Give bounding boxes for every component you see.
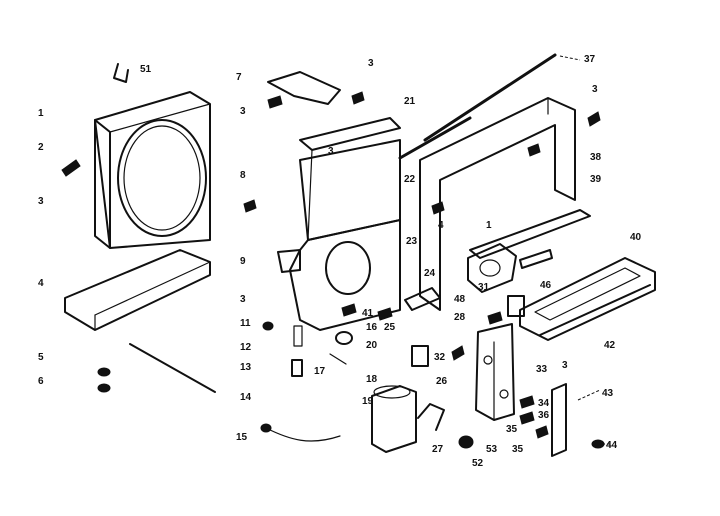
part-label: 18 bbox=[366, 374, 378, 385]
block-part bbox=[404, 287, 441, 311]
part-label: 3 bbox=[562, 360, 568, 371]
motor bbox=[467, 243, 517, 293]
clip-part bbox=[113, 63, 129, 83]
part-label: 37 bbox=[584, 54, 596, 65]
small-fasteners bbox=[97, 367, 111, 393]
part-label: 44 bbox=[606, 440, 618, 451]
part-label: 42 bbox=[604, 340, 616, 351]
part-label: 25 bbox=[384, 322, 396, 333]
part-label: 7 bbox=[236, 72, 242, 83]
rod-part bbox=[129, 343, 216, 393]
switch-parts bbox=[487, 295, 525, 325]
ring-part bbox=[335, 331, 353, 345]
side-strip bbox=[551, 383, 567, 457]
part-label: 3 bbox=[240, 294, 246, 305]
part-label: 27 bbox=[432, 444, 444, 455]
part-label: 52 bbox=[472, 458, 484, 469]
part-label: 1 bbox=[486, 220, 492, 231]
side-rail bbox=[469, 209, 591, 269]
left-fasteners bbox=[262, 321, 303, 347]
capacitor bbox=[371, 385, 417, 453]
part-label: 21 bbox=[404, 96, 416, 107]
part-label: 35 bbox=[512, 444, 524, 455]
part-label: 48 bbox=[454, 294, 466, 305]
control-bracket bbox=[475, 323, 515, 421]
part-label: 9 bbox=[240, 256, 246, 267]
part-label: 19 bbox=[362, 396, 374, 407]
part-label: 3 bbox=[38, 196, 44, 207]
partition-screws bbox=[341, 303, 393, 321]
part-label: 12 bbox=[240, 342, 252, 353]
part-label: 53 bbox=[486, 444, 498, 455]
part-label: 4 bbox=[38, 278, 44, 289]
capacitor-clip bbox=[291, 353, 347, 377]
screw-part bbox=[61, 159, 81, 177]
front-shroud bbox=[94, 91, 211, 249]
part-label: 46 bbox=[540, 280, 552, 291]
part-label: 36 bbox=[538, 410, 550, 421]
part-label: 40 bbox=[630, 232, 642, 243]
part-label: 14 bbox=[240, 392, 252, 403]
part-label: 13 bbox=[240, 362, 252, 373]
part-label: 23 bbox=[406, 236, 418, 247]
part-label: 28 bbox=[454, 312, 466, 323]
leader-lines bbox=[559, 55, 610, 445]
part-label: 5 bbox=[38, 352, 44, 363]
center-partition bbox=[277, 117, 401, 331]
part-label: 4 bbox=[438, 220, 444, 231]
part-label: 16 bbox=[366, 322, 378, 333]
part-label: 15 bbox=[236, 432, 248, 443]
part-labels: 5112345673893111213141532132223244125162… bbox=[38, 54, 642, 469]
part-label: 3 bbox=[368, 58, 374, 69]
part-label: 2 bbox=[38, 142, 44, 153]
part-label: 51 bbox=[140, 64, 152, 75]
control-parts bbox=[411, 345, 465, 367]
part-label: 20 bbox=[366, 340, 378, 351]
top-screws bbox=[243, 111, 601, 215]
part-label: 34 bbox=[538, 398, 550, 409]
part-label: 3 bbox=[592, 84, 598, 95]
part-label: 3 bbox=[240, 106, 246, 117]
part-label: 17 bbox=[314, 366, 326, 377]
knob bbox=[458, 435, 474, 449]
part-label: 32 bbox=[434, 352, 446, 363]
part-label: 8 bbox=[240, 170, 246, 181]
part-label: 31 bbox=[478, 282, 490, 293]
base-pan bbox=[64, 249, 211, 331]
part-label: 39 bbox=[590, 174, 602, 185]
wire-hook bbox=[417, 403, 445, 431]
top-bracket bbox=[267, 71, 365, 109]
part-label: 1 bbox=[38, 108, 44, 119]
part-label: 43 bbox=[602, 388, 614, 399]
part-label: 26 bbox=[436, 376, 448, 387]
part-label: 38 bbox=[590, 152, 602, 163]
bracket-screws bbox=[519, 395, 549, 439]
part-label: 3 bbox=[328, 146, 334, 157]
part-label: 41 bbox=[362, 308, 374, 319]
part-label: 22 bbox=[404, 174, 416, 185]
wire-lead bbox=[260, 423, 341, 442]
part-label: 24 bbox=[424, 268, 436, 279]
part-label: 6 bbox=[38, 376, 44, 387]
part-label: 11 bbox=[240, 318, 251, 329]
part-label: 33 bbox=[536, 364, 548, 375]
fan-tray bbox=[519, 257, 656, 341]
part-label: 35 bbox=[506, 424, 518, 435]
